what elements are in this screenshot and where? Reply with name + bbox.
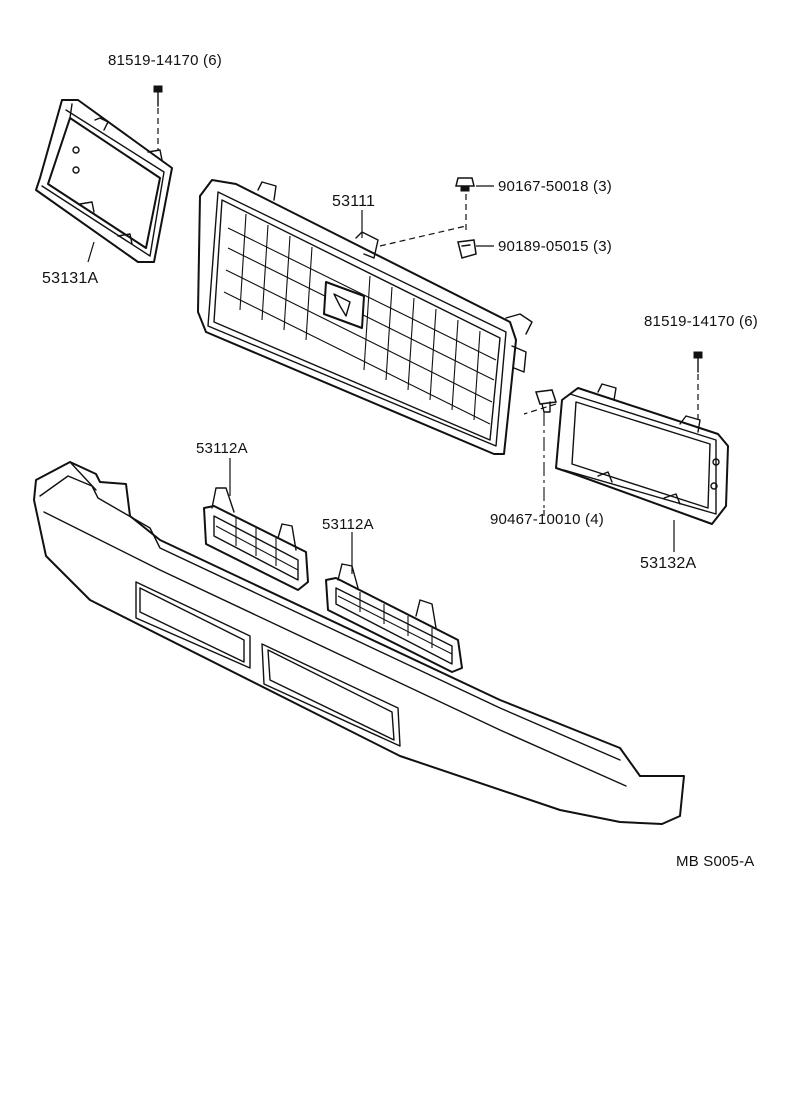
- front-bumper[interactable]: [33, 461, 685, 825]
- label-nut-top: 90189-05015 (3): [498, 238, 612, 255]
- screw-right-fastener[interactable]: [693, 351, 703, 420]
- diagram-code: MB S005-A: [676, 853, 755, 870]
- clip-90467-fastener[interactable]: [534, 389, 558, 413]
- lower-grille-right[interactable]: [325, 563, 463, 673]
- right-headlamp-bezel[interactable]: [555, 383, 729, 525]
- label-screw-right: 81519-14170 (6): [644, 313, 758, 330]
- lower-grille-left[interactable]: [203, 487, 309, 591]
- label-screw-left: 81519-14170 (6): [108, 52, 222, 69]
- screw-left-fastener[interactable]: [153, 85, 163, 150]
- radiator-grille[interactable]: [197, 179, 533, 455]
- label-lower-grille-right: 53112A: [322, 516, 374, 533]
- label-clip-top: 90167-50018 (3): [498, 178, 612, 195]
- label-grille: 53111: [332, 193, 375, 210]
- clip-90167-fastener[interactable]: [455, 177, 475, 192]
- label-lower-grille-left: 53112A: [196, 440, 248, 457]
- nut-90189-fastener[interactable]: [457, 239, 477, 259]
- label-bezel-right: 53132A: [640, 555, 696, 572]
- label-clip-bottom: 90467-10010 (4): [490, 511, 604, 528]
- label-bezel-left: 53131A: [42, 270, 98, 287]
- left-headlamp-bezel[interactable]: [35, 99, 173, 263]
